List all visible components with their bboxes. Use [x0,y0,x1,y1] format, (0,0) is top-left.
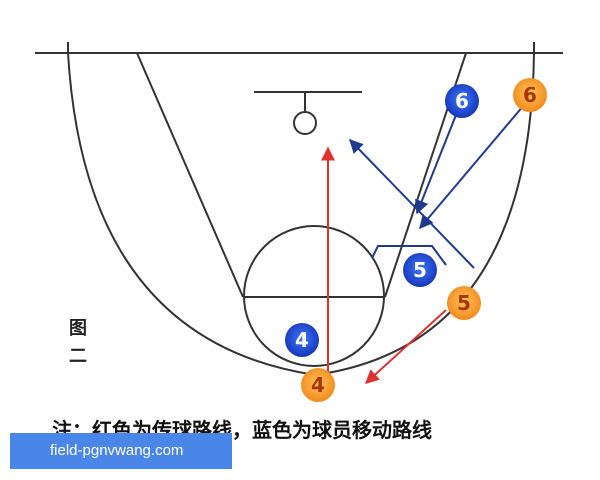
figure-label-line-2: 二 [69,346,87,367]
free-throw-circle [243,225,385,367]
screen-mark [371,245,447,266]
move-arrow-5-to-6-position [349,138,475,269]
figure-label-line-1: 图 [69,318,87,339]
player-6-orange-label: 6 [523,83,537,107]
player-5-orange-label: 5 [457,291,471,315]
watermark-banner: field-pgnvwang.com [10,433,232,469]
players: 4 5 6 4 5 6 [285,78,547,402]
player-4-blue-label: 4 [295,328,309,352]
player-4-blue: 4 [285,323,319,357]
move-arrow-6-orange-cut [419,104,525,230]
player-move-routes [349,104,525,269]
player-4-orange-label: 4 [311,373,325,397]
pass-arrow-5-to-4 [364,309,447,384]
player-5-blue-label: 5 [413,258,427,282]
player-6-blue: 6 [445,84,479,118]
pass-routes [321,146,447,384]
player-5-orange: 5 [447,286,481,320]
lane-left-line [136,52,244,298]
player-6-blue-label: 6 [455,89,469,113]
player-6-orange: 6 [513,78,547,112]
player-4-orange: 4 [301,368,335,402]
move-arrow-6-cut [415,109,459,215]
hoop-icon [293,111,317,135]
player-5-blue: 5 [403,253,437,287]
